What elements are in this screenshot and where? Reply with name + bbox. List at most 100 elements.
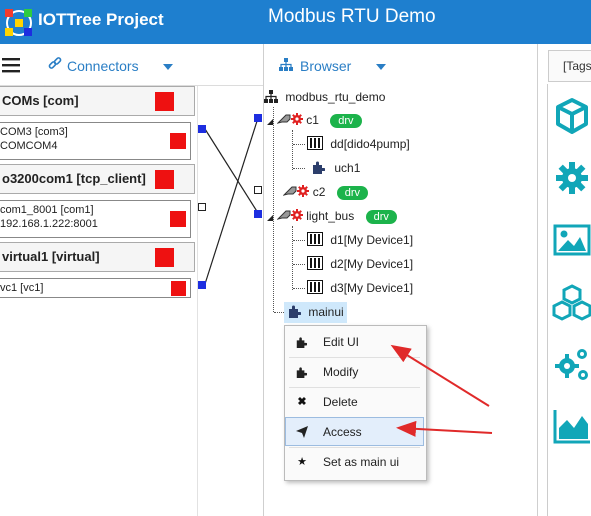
gear-icon[interactable]: [552, 158, 591, 198]
gear-icon: [290, 113, 303, 125]
connector-plug-icon: [275, 210, 290, 220]
connection-port[interactable]: [198, 125, 206, 133]
tree-node-device[interactable]: d2[My Device1]: [307, 253, 413, 275]
app-name: IOTTree Project: [38, 10, 164, 29]
device-icon: [307, 256, 323, 270]
connector-status-indicator[interactable]: [155, 248, 174, 267]
tree-guide: [293, 240, 305, 241]
tree-node-label: light_bus: [306, 209, 355, 223]
puzzle-icon: [296, 367, 307, 378]
tree-node-device[interactable]: d1[My Device1]: [307, 229, 413, 251]
driver-badge[interactable]: drv: [330, 114, 362, 128]
top-bar: IOTTree Project Modbus RTU Demo: [0, 0, 591, 44]
tree-node-channel[interactable]: c2 drv: [282, 181, 368, 203]
cubes-icon[interactable]: [552, 282, 591, 322]
tab-tags-label: [Tags: [563, 59, 591, 73]
hamburger-menu-icon[interactable]: [2, 57, 20, 73]
puzzle-icon: [289, 305, 302, 318]
tree-node-ui[interactable]: uch1: [311, 157, 360, 179]
link-icon: [48, 57, 62, 69]
connection-detail: COMCOM4: [0, 140, 58, 152]
device-icon: [307, 136, 323, 150]
wire: [204, 128, 259, 214]
device-icon: [307, 232, 323, 246]
connector-status-indicator[interactable]: [155, 170, 174, 189]
tree-node-channel[interactable]: ◢ light_bus drv: [267, 205, 397, 227]
tree-node-label: uch1: [334, 161, 361, 175]
page-title: Modbus RTU Demo: [268, 6, 436, 27]
tree-guide: [273, 107, 274, 312]
tree-node-label: c2: [312, 185, 326, 199]
menu-item-label: Delete: [323, 395, 358, 409]
menu-item-set-main-ui[interactable]: ★ Set as main ui: [285, 448, 424, 477]
channel-port[interactable]: [254, 114, 262, 122]
tree-node-ui-selected[interactable]: mainui: [284, 302, 347, 323]
tree-node-label: c1: [306, 113, 319, 127]
puzzle-icon: [313, 161, 326, 174]
collapse-arrow-icon[interactable]: ◢: [267, 117, 274, 126]
device-icon: [307, 280, 323, 294]
connection-name: com1_8001 [com1]: [0, 204, 94, 216]
tree-node-device[interactable]: d3[My Device1]: [307, 277, 413, 299]
sitemap-icon: [264, 90, 278, 103]
connector-header-label: virtual1 [virtual]: [2, 249, 100, 264]
connection-name: vc1 [vc1]: [0, 282, 44, 294]
channel-port[interactable]: [254, 210, 262, 218]
connection-item[interactable]: COM3 [com3] COMCOM4: [0, 122, 191, 160]
gear-icon: [297, 185, 310, 197]
tree-guide: [293, 168, 305, 169]
menu-item-edit-ui[interactable]: Edit UI: [285, 328, 424, 357]
channel-port[interactable]: [254, 186, 262, 194]
sitemap-icon: [279, 58, 293, 71]
panel-divider[interactable]: [263, 44, 264, 516]
close-icon: ✖: [297, 396, 307, 408]
connector-plug-icon: [275, 114, 290, 124]
menu-item-modify[interactable]: Modify: [285, 358, 424, 387]
collapse-arrow-icon[interactable]: ◢: [267, 213, 274, 222]
connector-status-indicator[interactable]: [155, 92, 174, 111]
divider: [0, 85, 263, 86]
menu-item-access[interactable]: Access: [285, 417, 424, 446]
panel-divider-right[interactable]: [537, 44, 538, 516]
tree-node-device[interactable]: dd[dido4pump]: [307, 133, 410, 155]
driver-badge[interactable]: drv: [336, 186, 368, 200]
app-logo-icon: [5, 9, 32, 36]
connection-name: COM3 [com3]: [0, 126, 68, 138]
chevron-down-icon[interactable]: [163, 64, 173, 70]
image-icon[interactable]: [552, 220, 591, 260]
menu-separator: [289, 387, 420, 388]
tree-guide: [293, 288, 305, 289]
tab-tags[interactable]: [Tags: [548, 50, 591, 82]
connector-column-divider: [197, 86, 198, 516]
cube-icon[interactable]: [552, 96, 591, 136]
connection-item[interactable]: vc1 [vc1]: [0, 278, 191, 298]
connection-item[interactable]: com1_8001 [com1] 192.168.1.222:8001: [0, 200, 191, 238]
tree-node-label: d2[My Device1]: [330, 257, 414, 271]
chevron-down-icon[interactable]: [376, 64, 386, 70]
connection-port[interactable]: [198, 281, 206, 289]
menu-item-label: Modify: [323, 365, 359, 379]
menu-item-label: Edit UI: [323, 335, 360, 349]
tree-node-channel[interactable]: ◢ c1 drv: [267, 109, 362, 131]
connection-status-indicator[interactable]: [170, 211, 186, 227]
connection-port[interactable]: [198, 203, 206, 211]
tree-node-root[interactable]: modbus_rtu_demo: [264, 86, 385, 108]
connection-detail: 192.168.1.222:8001: [0, 218, 98, 230]
menu-separator: [289, 447, 420, 448]
connector-header[interactable]: o3200com1 [tcp_client]: [0, 164, 195, 194]
connection-status-indicator[interactable]: [170, 133, 186, 149]
driver-badge[interactable]: drv: [365, 210, 397, 224]
area-chart-icon[interactable]: [552, 406, 591, 446]
browser-button[interactable]: Browser: [300, 58, 352, 74]
menu-item-delete[interactable]: ✖ Delete: [285, 388, 424, 417]
connectors-button[interactable]: Connectors: [67, 58, 139, 74]
browser-toolbar: Browser: [264, 44, 537, 86]
cogs-icon[interactable]: [552, 344, 591, 384]
connectors-toolbar: Connectors: [0, 44, 263, 86]
wire: [204, 117, 259, 285]
context-menu: Edit UI Modify ✖ Delete Access ★ Set as …: [284, 325, 427, 481]
connector-header-label: o3200com1 [tcp_client]: [2, 171, 146, 186]
paper-plane-icon: [296, 426, 308, 438]
connection-status-indicator[interactable]: [171, 281, 186, 296]
tree-node-label: modbus_rtu_demo: [285, 90, 386, 104]
